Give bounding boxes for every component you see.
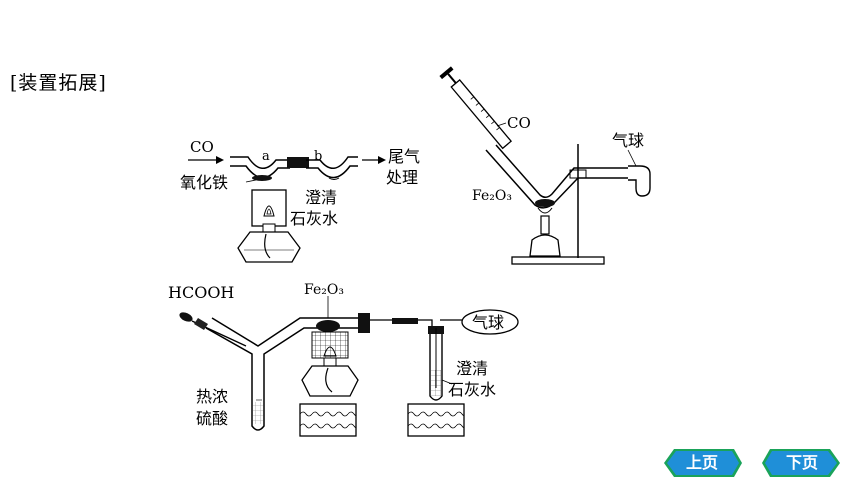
point-b-label: b <box>314 149 322 164</box>
section-heading: [装置拓展] <box>10 72 107 94</box>
limewater-label-1b: 石灰水 <box>290 209 338 228</box>
next-arrow-icon <box>762 449 840 477</box>
balloon-label-3: 气球 <box>472 313 504 332</box>
apparatus-2: CO Fe₂O₃ 气球 <box>439 66 651 265</box>
apparatus-1: CO a b 尾气 处理 氧化铁 澄清 石灰水 <box>180 138 420 263</box>
hcooh-label: HCOOH <box>168 283 234 302</box>
next-page-label: 下页 <box>785 453 818 472</box>
fe2o3-label-3: Fe₂O₃ <box>304 282 344 298</box>
fe2o3-label-2: Fe₂O₃ <box>472 188 512 204</box>
point-a-label: a <box>262 149 270 164</box>
tail-gas-label-1: 尾气 <box>388 147 420 166</box>
iron-oxide-label: 氧化铁 <box>180 173 228 192</box>
prev-page-label: 上页 <box>685 453 718 472</box>
prev-page-button[interactable]: 上页 <box>662 447 742 479</box>
prev-arrow-icon <box>664 449 742 477</box>
co-label-2: CO <box>507 114 531 132</box>
apparatus-3: HCOOH Fe₂O₃ 热浓 硫酸 气球 澄清 石灰水 <box>168 282 519 437</box>
limewater-label-3a: 澄清 <box>456 359 488 378</box>
tail-gas-label-2: 处理 <box>386 168 418 187</box>
sulfuric-label-1: 热浓 <box>196 387 228 406</box>
next-page-button[interactable]: 下页 <box>762 447 842 479</box>
co-label-1: CO <box>190 138 214 156</box>
limewater-label-3b: 石灰水 <box>448 380 496 399</box>
balloon-label-2: 气球 <box>612 131 644 150</box>
sulfuric-label-2: 硫酸 <box>196 409 228 428</box>
limewater-label-1a: 澄清 <box>305 188 337 207</box>
